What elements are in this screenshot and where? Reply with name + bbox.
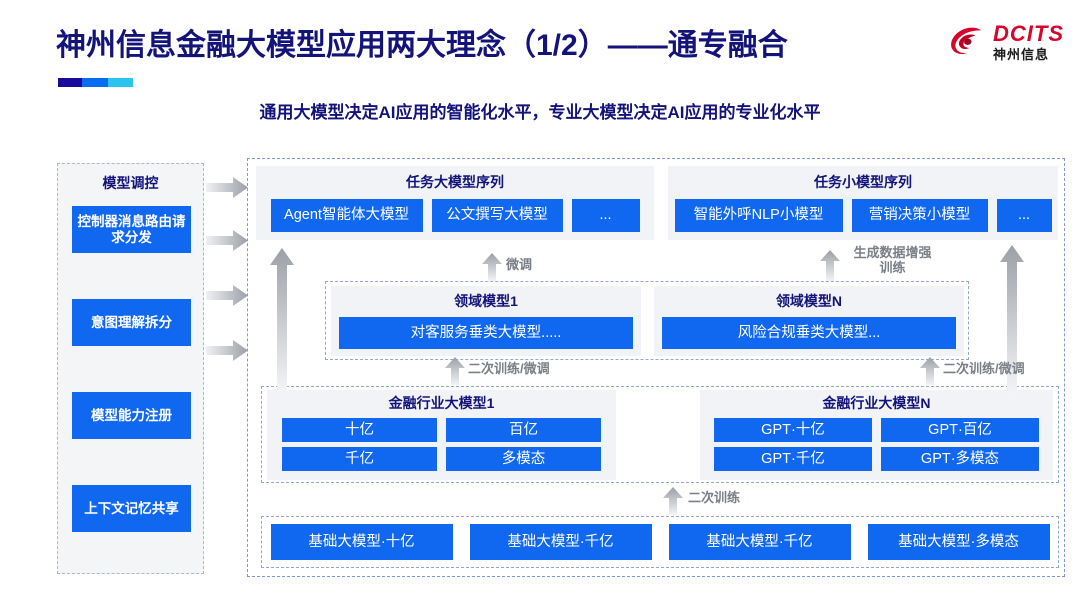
finance-model-1: 金融行业大模型1 十亿 百亿 千亿 多模态 <box>267 390 616 480</box>
sidebar-item-intent-parsing[interactable]: 意图理解拆分 <box>72 299 191 346</box>
up-arrow-icon-tall-left <box>270 248 294 391</box>
domain-model-n: 领域模型N 风险合规垂类大模型... <box>654 286 964 356</box>
logo-cn-text: 神州信息 <box>993 47 1050 62</box>
arrow-label-data-augment-line1: 生成数据增强 <box>853 245 932 260</box>
finance-model-n: 金融行业大模型N GPT·十亿 GPT·百亿 GPT·千亿 GPT·多模态 <box>700 390 1053 480</box>
finance-chip-1-3[interactable]: 千亿 <box>282 447 437 471</box>
domain-model-n-title: 领域模型N <box>775 293 843 309</box>
right-arrow-icon-4 <box>206 340 248 361</box>
finance-model-n-title: 金融行业大模型N <box>822 395 931 411</box>
arrow-label-retrain-finetune-right: 二次训练/微调 <box>943 361 1025 376</box>
right-arrow-icon-2 <box>206 230 248 251</box>
sidebar-item-controller-routing[interactable]: 控制器消息路由请求分发 <box>72 206 191 253</box>
finance-chip-n-2[interactable]: GPT·百亿 <box>881 418 1039 442</box>
arrow-label-data-augment-line2: 训练 <box>879 259 906 275</box>
right-arrow-icon-1 <box>206 177 248 198</box>
up-arrow-icon-augment-right <box>820 250 840 281</box>
sequence-items-large: Agent智能体大模型 公文撰写大模型 ... <box>270 199 640 232</box>
finance-chip-1-2[interactable]: 百亿 <box>446 418 601 442</box>
finance-chip-n-1[interactable]: GPT·十亿 <box>714 418 872 442</box>
sidebar-panel: 模型调控 控制器消息路由请求分发 意图理解拆分 模型能力注册 上下文记忆共享 <box>57 163 204 574</box>
sequence-title-large: 任务大模型序列 <box>406 174 504 190</box>
up-arrow-icon-retrain-right <box>920 357 940 385</box>
finance-chip-1-4[interactable]: 多模态 <box>446 447 601 471</box>
base-model-chip-1[interactable]: 基础大模型·十亿 <box>270 524 453 560</box>
finance-model-n-grid: GPT·十亿 GPT·百亿 GPT·千亿 GPT·多模态 <box>714 418 1039 471</box>
domain-model-1: 领域模型1 对客服务垂类大模型..... <box>331 286 641 356</box>
arrow-label-data-augment: 生成数据增强 训练 <box>845 245 940 276</box>
model-chip-marketing-decision[interactable]: 营销决策小模型 <box>851 199 988 232</box>
finance-model-container: 金融行业大模型1 十亿 百亿 千亿 多模态 金融行业大模型N GPT·十亿 GP… <box>261 386 1059 483</box>
swirl-logo-icon <box>951 27 982 54</box>
accent-seg-1 <box>58 78 82 87</box>
arrow-label-finetune: 微调 <box>506 257 533 272</box>
logo-en-text: DCITS <box>993 21 1064 46</box>
sequence-items-small: 智能外呼NLP小模型 营销决策小模型 ... <box>674 199 1052 232</box>
arrow-label-retrain-finetune-left: 二次训练/微调 <box>468 361 550 376</box>
sidebar-item-capability-registry[interactable]: 模型能力注册 <box>72 392 191 439</box>
model-chip-document-writing[interactable]: 公文撰写大模型 <box>431 199 563 232</box>
page-title: 神州信息金融大模型应用两大理念（1/2）——通专融合 <box>56 29 788 62</box>
task-large-model-sequence: 任务大模型序列 Agent智能体大模型 公文撰写大模型 ... <box>256 166 654 240</box>
model-chip-outbound-nlp[interactable]: 智能外呼NLP小模型 <box>674 199 843 232</box>
model-chip-agent[interactable]: Agent智能体大模型 <box>270 199 423 232</box>
model-chip-more-large[interactable]: ... <box>571 199 640 232</box>
brand-logo: DCITS 神州信息 <box>947 22 1064 62</box>
architecture-container <box>247 158 1065 577</box>
accent-bar <box>58 78 133 87</box>
up-arrow-icon-finetune-left <box>482 253 502 281</box>
sidebar-title: 模型调控 <box>102 175 159 191</box>
page-subtitle: 通用大模型决定AI应用的智能化水平，专业大模型决定AI应用的专业化水平 <box>259 103 821 122</box>
base-model-chip-3[interactable]: 基础大模型·千亿 <box>668 524 851 560</box>
base-model-container: 基础大模型·十亿 基础大模型·千亿 基础大模型·千亿 基础大模型·多模态 <box>261 516 1059 568</box>
sidebar-item-context-memory[interactable]: 上下文记忆共享 <box>72 485 191 532</box>
up-arrow-icon-retrain-left <box>445 357 465 385</box>
task-small-model-sequence: 任务小模型序列 智能外呼NLP小模型 营销决策小模型 ... <box>668 166 1058 240</box>
arrow-label-retrain: 二次训练 <box>688 490 741 505</box>
accent-seg-3 <box>107 78 133 87</box>
domain-model-n-item[interactable]: 风险合规垂类大模型... <box>662 317 956 349</box>
domain-model-1-item[interactable]: 对客服务垂类大模型..... <box>339 317 633 349</box>
domain-model-1-title: 领域模型1 <box>454 293 518 309</box>
finance-model-1-title: 金融行业大模型1 <box>388 395 495 411</box>
finance-chip-1-1[interactable]: 十亿 <box>282 418 437 442</box>
up-arrow-icon-base-retrain <box>663 487 683 515</box>
base-model-chip-2[interactable]: 基础大模型·千亿 <box>469 524 652 560</box>
up-arrow-icon-tall-right <box>1000 245 1024 393</box>
sequence-title-small: 任务小模型序列 <box>814 174 912 190</box>
accent-seg-2 <box>82 78 108 87</box>
domain-model-container: 领域模型1 对客服务垂类大模型..... 领域模型N 风险合规垂类大模型... <box>325 281 969 360</box>
right-arrow-icon-3 <box>206 285 248 306</box>
finance-chip-n-3[interactable]: GPT·千亿 <box>714 447 872 471</box>
finance-chip-n-4[interactable]: GPT·多模态 <box>881 447 1039 471</box>
finance-model-1-grid: 十亿 百亿 千亿 多模态 <box>282 418 601 471</box>
model-chip-more-small[interactable]: ... <box>996 199 1052 232</box>
base-model-chip-4[interactable]: 基础大模型·多模态 <box>867 524 1050 560</box>
